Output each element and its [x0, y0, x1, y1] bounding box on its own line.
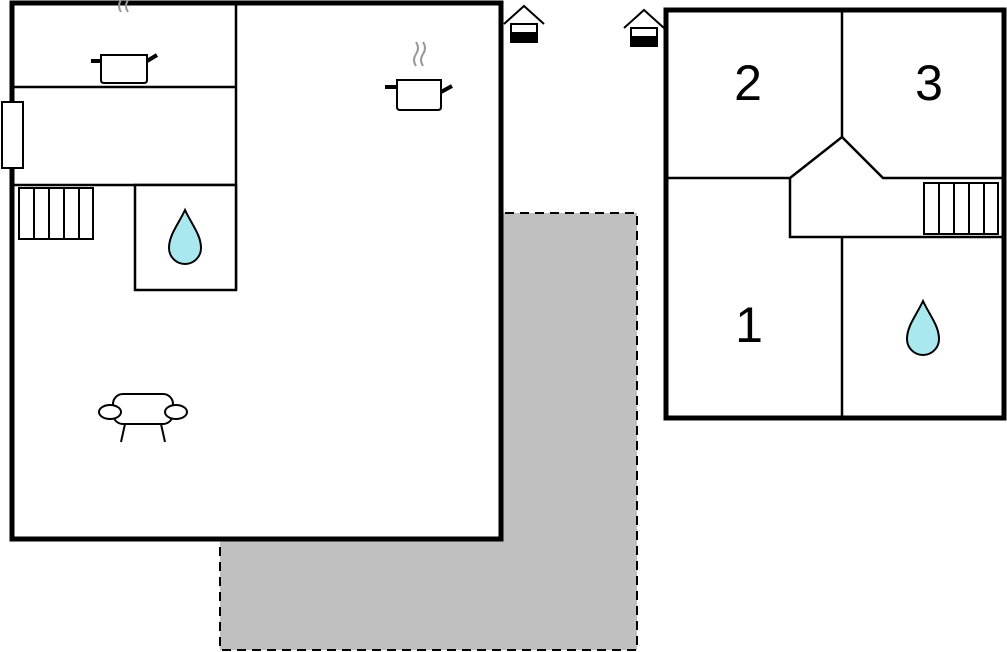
staircase-icon [923, 182, 999, 235]
entrance-icon [623, 8, 665, 47]
side-door [1, 101, 24, 169]
room-number-3: 3 [915, 55, 943, 111]
water-drop-icon [167, 207, 203, 265]
cooking-pot-icon [91, 0, 159, 84]
room-number-2: 2 [734, 55, 762, 111]
entrance-icon [503, 4, 545, 43]
ground-floor [1, 0, 504, 542]
water-drop-icon [905, 298, 941, 356]
armchair-icon [98, 393, 188, 443]
staircase-icon [18, 187, 94, 240]
cooking-pot-icon [385, 41, 453, 111]
hallway-wall [788, 178, 1004, 239]
room-number-1: 1 [735, 297, 763, 353]
upper-floor: 2 3 1 [663, 7, 1007, 421]
hallway [666, 135, 1004, 180]
